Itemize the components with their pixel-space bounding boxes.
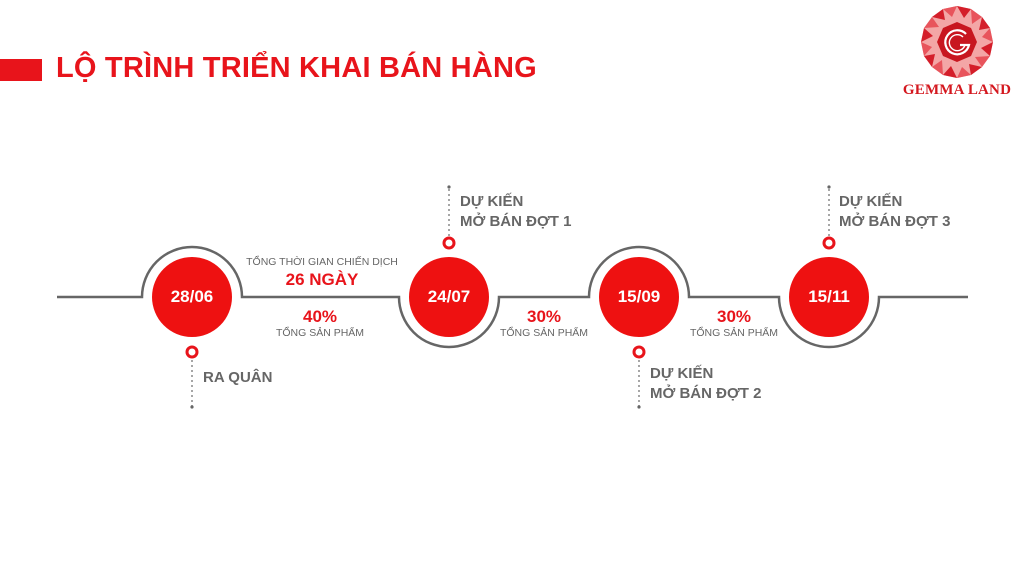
- node-circle-24-07: [409, 257, 489, 337]
- milestone-ra-quan: RA QUÂN: [203, 369, 273, 386]
- segment-label: TỔNG SẢN PHẨM: [689, 327, 779, 339]
- node-circle-15-11: [789, 257, 869, 337]
- node-date: 15/09: [617, 287, 661, 306]
- segment-percent: 30%: [716, 307, 752, 326]
- node-date: 28/06: [170, 287, 214, 306]
- ring-marker-icon: [185, 345, 199, 359]
- brand-name: GEMMA LAND: [902, 82, 1012, 98]
- segment-label: TỔNG SẢN PHẨM: [499, 327, 589, 339]
- milestone-dot-2: DỰ KIẾN MỞ BÁN ĐỢT 2: [650, 365, 762, 402]
- timeline-path: [57, 245, 968, 349]
- campaign-label: TỔNG THỜI GIAN CHIẾN DỊCH: [246, 256, 398, 268]
- node-date: 15/11: [808, 287, 850, 306]
- segment-percent: 40%: [302, 307, 338, 326]
- brand-logo: GEMMA LAND: [895, 4, 1019, 104]
- gem-octagon-logo-icon: [921, 6, 993, 78]
- campaign-value: 26 NGÀY: [285, 270, 359, 289]
- ring-marker-icon: [822, 236, 836, 250]
- segment-percent: 30%: [526, 307, 562, 326]
- ring-marker-icon: [632, 345, 646, 359]
- node-date: 24/07: [427, 287, 471, 306]
- segment-label: TỔNG SẢN PHẨM: [275, 327, 365, 339]
- node-circle-28-06: [152, 257, 232, 337]
- milestone-dot-1: DỰ KIẾN MỞ BÁN ĐỢT 1: [460, 193, 572, 230]
- title-accent-bar: [0, 59, 42, 81]
- milestone-dot-3: DỰ KIẾN MỞ BÁN ĐỢT 3: [839, 193, 951, 230]
- ring-marker-icon: [442, 236, 456, 250]
- page-title: LỘ TRÌNH TRIỂN KHAI BÁN HÀNG: [56, 52, 537, 84]
- node-circle-15-09: [599, 257, 679, 337]
